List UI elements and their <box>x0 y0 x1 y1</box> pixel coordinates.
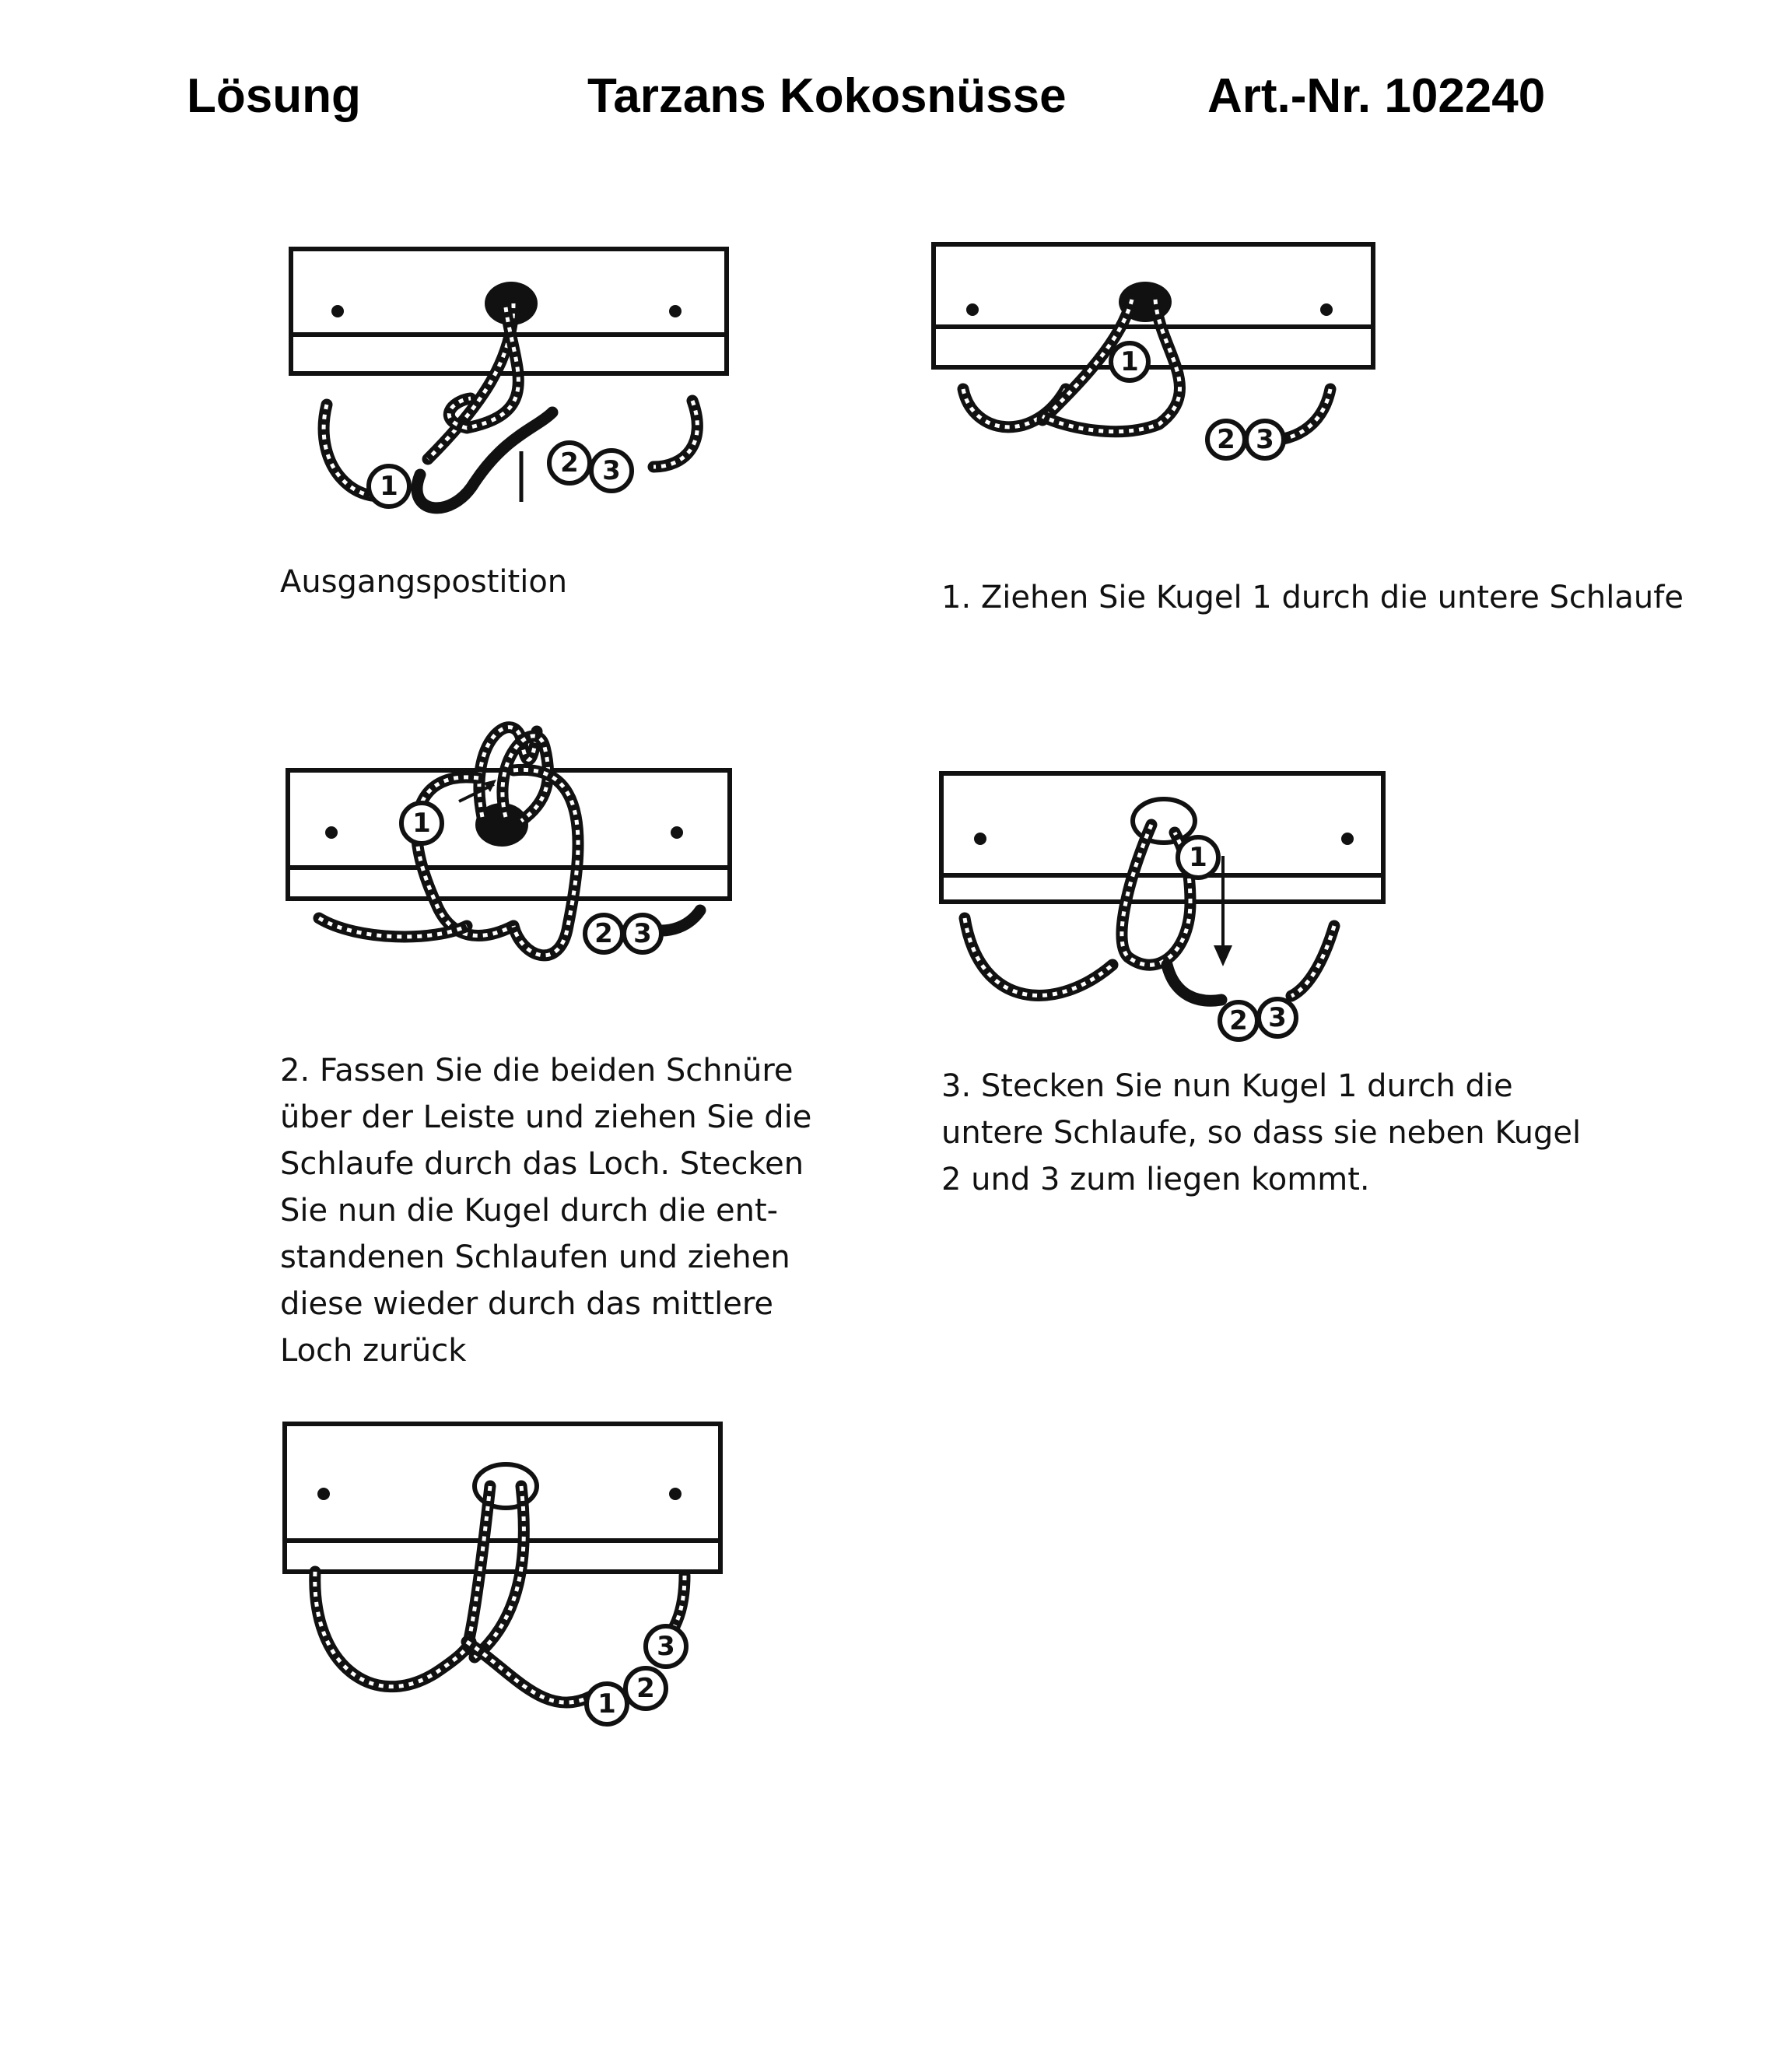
svg-text:3: 3 <box>602 455 621 486</box>
ball-2: 2 <box>547 440 592 486</box>
step-3-caption: 3. Stecken Sie nun Kugel 1 durch die unt… <box>941 1068 1582 1197</box>
ball-1: 1 <box>1176 835 1221 880</box>
svg-text:2: 2 <box>594 918 613 949</box>
svg-text:2: 2 <box>1229 1005 1248 1036</box>
svg-text:1: 1 <box>1189 842 1207 873</box>
ball-1: 1 <box>1109 341 1151 383</box>
ball-3: 3 <box>589 448 634 493</box>
step-0-caption: Ausgangspostition <box>280 564 568 600</box>
svg-text:2: 2 <box>636 1673 655 1704</box>
svg-text:1: 1 <box>380 471 398 502</box>
svg-text:1: 1 <box>412 808 431 839</box>
step-2-caption: 2. Fassen Sie die beiden Schnüre über de… <box>280 1053 812 1369</box>
ball-1: 1 <box>584 1681 629 1727</box>
ball-3: 3 <box>1256 997 1298 1039</box>
svg-text:3: 3 <box>1256 424 1274 455</box>
figure-step-2: 1 2 3 <box>286 721 732 962</box>
ball-2: 2 <box>623 1666 668 1711</box>
svg-text:2: 2 <box>1217 424 1235 455</box>
article-number: Art.-Nr. 102240 <box>1207 69 1546 123</box>
document-title: Tarzans Kokosnüsse <box>587 69 1067 123</box>
svg-text:3: 3 <box>633 918 652 949</box>
svg-text:1: 1 <box>1120 346 1139 377</box>
figure-start-position: 1 2 3 <box>289 247 729 514</box>
ball-2: 2 <box>583 913 625 955</box>
figure-final-position: 1 2 3 <box>282 1422 723 1727</box>
ball-1: 1 <box>399 801 444 846</box>
ball-3: 3 <box>1244 419 1286 461</box>
step-1-caption: 1. Ziehen Sie Kugel 1 durch die untere S… <box>941 580 1684 615</box>
header-label: Lösung <box>187 69 361 123</box>
svg-text:3: 3 <box>657 1631 675 1662</box>
ball-2: 2 <box>1218 1000 1260 1042</box>
ball-1: 1 <box>366 464 412 509</box>
figure-step-1: 1 2 3 <box>931 242 1375 461</box>
ball-3: 3 <box>643 1624 689 1669</box>
svg-text:1: 1 <box>597 1688 616 1720</box>
svg-text:3: 3 <box>1268 1002 1287 1033</box>
figure-step-3: 1 2 3 <box>939 771 1386 1042</box>
svg-text:2: 2 <box>560 447 579 479</box>
ball-3: 3 <box>622 913 664 955</box>
ball-2: 2 <box>1205 419 1247 461</box>
